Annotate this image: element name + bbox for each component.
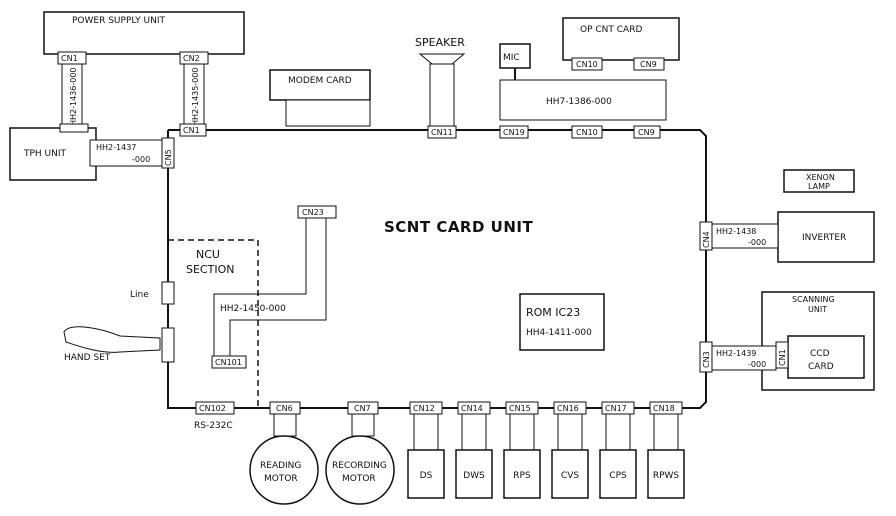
line-connector	[161, 281, 175, 305]
inverter-unit: XENON LAMP INVERTER CN4 HH2-1438 -000	[699, 169, 875, 263]
svg-text:Line: Line	[130, 290, 149, 300]
sensor-name: CPS	[609, 471, 627, 481]
svg-text:POWER SUPPLY UNIT: POWER SUPPLY UNIT	[72, 16, 166, 26]
sensor-name: RPS	[513, 471, 531, 481]
svg-text:ROM IC23: ROM IC23	[526, 306, 580, 319]
sensor-connector-label: CN16	[557, 404, 579, 413]
svg-text:CN5: CN5	[164, 149, 173, 166]
sensor-name: CVS	[561, 471, 579, 481]
svg-text:CN4: CN4	[702, 231, 711, 248]
svg-text:CN9: CN9	[640, 60, 657, 69]
cable-hh2-1450: CN23 HH2-1450-000 CN101	[211, 205, 337, 369]
svg-text:UNIT: UNIT	[808, 305, 827, 314]
sensor-name: DWS	[463, 471, 485, 481]
sensor-connector-label: CN17	[605, 404, 627, 413]
cable-hh7-1386	[499, 79, 667, 121]
svg-text:CN10: CN10	[576, 60, 598, 69]
svg-text:CN1: CN1	[778, 349, 787, 366]
scnt-title: SCNT CARD UNIT	[384, 218, 533, 236]
speaker: SPEAKER CN11	[415, 36, 466, 139]
tph-cn5	[161, 137, 175, 169]
tph-unit: TPH UNIT HH2-1437 -000 CN5 CN1	[9, 123, 207, 181]
svg-text:CN10: CN10	[576, 128, 598, 137]
recording-motor: CN7 RECORDING MOTOR	[325, 401, 395, 505]
svg-text:TPH UNIT: TPH UNIT	[23, 149, 67, 159]
svg-text:MOTOR: MOTOR	[342, 474, 376, 484]
svg-text:CN1: CN1	[61, 54, 78, 63]
svg-text:OP CNT CARD: OP CNT CARD	[580, 25, 642, 35]
svg-text:CN102: CN102	[199, 404, 226, 413]
svg-text:CN11: CN11	[431, 128, 453, 137]
svg-text:CN6: CN6	[276, 404, 293, 413]
cable-hh2-1438	[711, 223, 779, 249]
svg-text:CN1: CN1	[183, 126, 200, 135]
svg-text:MOTOR: MOTOR	[264, 474, 298, 484]
ncu-section-border	[168, 239, 259, 408]
svg-text:HAND SET: HAND SET	[64, 353, 111, 363]
svg-text:HH2-1439: HH2-1439	[716, 349, 756, 358]
svg-text:HH2-1438: HH2-1438	[716, 227, 756, 236]
op-cnt-card: OP CNT CARD CN10 CN9 HH7-1386-000 CN10 C…	[499, 17, 680, 139]
handset-connector	[161, 327, 175, 363]
cable-hh2-1439	[711, 345, 777, 371]
svg-text:MIC: MIC	[503, 53, 520, 63]
svg-text:MODEM CARD: MODEM CARD	[288, 76, 352, 86]
svg-text:CARD: CARD	[808, 362, 834, 372]
cn102-connector	[195, 401, 235, 415]
svg-text:CN101: CN101	[215, 358, 242, 367]
svg-text:HH2-1437: HH2-1437	[96, 143, 136, 152]
ncu-label: NCU	[196, 248, 220, 261]
svg-text:CN3: CN3	[702, 351, 711, 368]
svg-text:LAMP: LAMP	[808, 182, 830, 191]
scnt-card-outline	[167, 129, 707, 409]
svg-text:HH7-1386-000: HH7-1386-000	[546, 97, 612, 107]
mic: MIC CN19	[499, 43, 531, 139]
svg-text:CN9: CN9	[638, 128, 655, 137]
svg-text:CN19: CN19	[503, 128, 525, 137]
svg-text:SPEAKER: SPEAKER	[415, 36, 465, 49]
scanning-unit: SCANNING UNIT CCD CARD CN1 CN3 HH2-1439 …	[699, 291, 875, 391]
svg-text:RS-232C: RS-232C	[194, 421, 233, 431]
svg-text:CN7: CN7	[354, 404, 371, 413]
svg-text:XENON: XENON	[806, 173, 835, 182]
svg-text:READING: READING	[260, 461, 301, 471]
sensor-connector-label: CN18	[653, 404, 675, 413]
sensor-name: RPWS	[653, 471, 680, 481]
reading-motor: CN6 READING MOTOR	[249, 401, 319, 505]
svg-text:CN2: CN2	[183, 54, 200, 63]
mic-cn19	[499, 125, 529, 139]
svg-text:INVERTER: INVERTER	[802, 233, 846, 243]
svg-text:HH2-1436-000: HH2-1436-000	[69, 67, 78, 126]
svg-text:RECORDING: RECORDING	[332, 461, 387, 471]
power-supply-unit: POWER SUPPLY UNIT CN1 CN2 HH2-1436-000 H…	[43, 11, 245, 127]
svg-text:HH2-1450-000: HH2-1450-000	[220, 304, 286, 314]
sensor-connector-label: CN14	[461, 404, 483, 413]
svg-text:-000: -000	[748, 238, 766, 247]
sensor-connector-label: CN12	[413, 404, 435, 413]
svg-text:CN23: CN23	[302, 208, 324, 217]
svg-text:SECTION: SECTION	[186, 263, 234, 276]
rom-ic23: ROM IC23 HH4-1411-000	[519, 293, 605, 351]
svg-text:-000: -000	[748, 360, 766, 369]
sensor-connector-label: CN15	[509, 404, 531, 413]
sensor-name: DS	[420, 471, 433, 481]
handset: HAND SET	[63, 326, 161, 363]
speaker-cn11	[427, 125, 457, 139]
modem-card: MODEM CARD	[269, 69, 371, 127]
svg-text:HH2-1435-000: HH2-1435-000	[191, 67, 200, 126]
svg-text:HH4-1411-000: HH4-1411-000	[526, 328, 592, 338]
svg-text:CCD: CCD	[810, 349, 830, 359]
svg-text:SCANNING: SCANNING	[792, 295, 835, 304]
svg-text:-000: -000	[132, 155, 150, 164]
cable-hh2-1437	[89, 139, 163, 167]
